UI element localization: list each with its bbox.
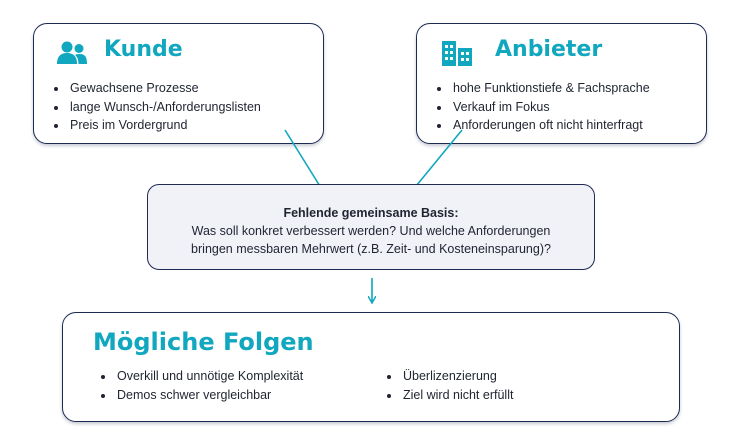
arrow-anbieter-to-basis xyxy=(412,129,463,191)
basis-question-line2: bringen messbaren Mehrwert (z.B. Zeit- u… xyxy=(191,242,551,256)
basis-heading: Fehlende gemeinsame Basis: xyxy=(283,206,459,220)
anbieter-box: Anbieter hohe Funktionstiefe & Fachsprac… xyxy=(416,23,707,144)
folgen-box: Mögliche Folgen Overkill und unnötige Ko… xyxy=(62,312,680,422)
anbieter-title: Anbieter xyxy=(495,37,603,62)
gemeinsame-basis-box: Fehlende gemeinsame Basis: Was soll konk… xyxy=(147,184,595,270)
list-item: Anforderungen oft nicht hinterfragt xyxy=(451,116,650,135)
kunde-box: Kunde Gewachsene Prozesse lange Wunsch-/… xyxy=(33,23,324,144)
kunde-title: Kunde xyxy=(104,37,183,62)
list-item: Ziel wird nicht erfüllt xyxy=(401,386,513,405)
list-item: Gewachsene Prozesse xyxy=(68,79,261,98)
list-item: Preis im Vordergrund xyxy=(68,116,261,135)
list-item: Überlizenzierung xyxy=(401,367,513,386)
list-item: Demos schwer vergleichbar xyxy=(115,386,303,405)
list-item: hohe Funktionstiefe & Fachsprache xyxy=(451,79,650,98)
list-item: Verkauf im Fokus xyxy=(451,98,650,117)
kunde-list: Gewachsene Prozesse lange Wunsch-/Anford… xyxy=(50,79,261,135)
list-item: Overkill und unnötige Komplexität xyxy=(115,367,303,386)
folgen-list-left: Overkill und unnötige Komplexität Demos … xyxy=(97,367,303,404)
users-icon xyxy=(57,41,87,64)
building-icon xyxy=(442,41,472,66)
folgen-title: Mögliche Folgen xyxy=(93,328,314,356)
list-item: lange Wunsch-/Anforderungslisten xyxy=(68,98,261,117)
arrow-kunde-to-basis xyxy=(284,129,323,191)
basis-question-line1: Was soll konkret verbessert werden? Und … xyxy=(191,224,551,238)
folgen-list-right: Überlizenzierung Ziel wird nicht erfüllt xyxy=(383,367,513,404)
anbieter-list: hohe Funktionstiefe & Fachsprache Verkau… xyxy=(433,79,650,135)
